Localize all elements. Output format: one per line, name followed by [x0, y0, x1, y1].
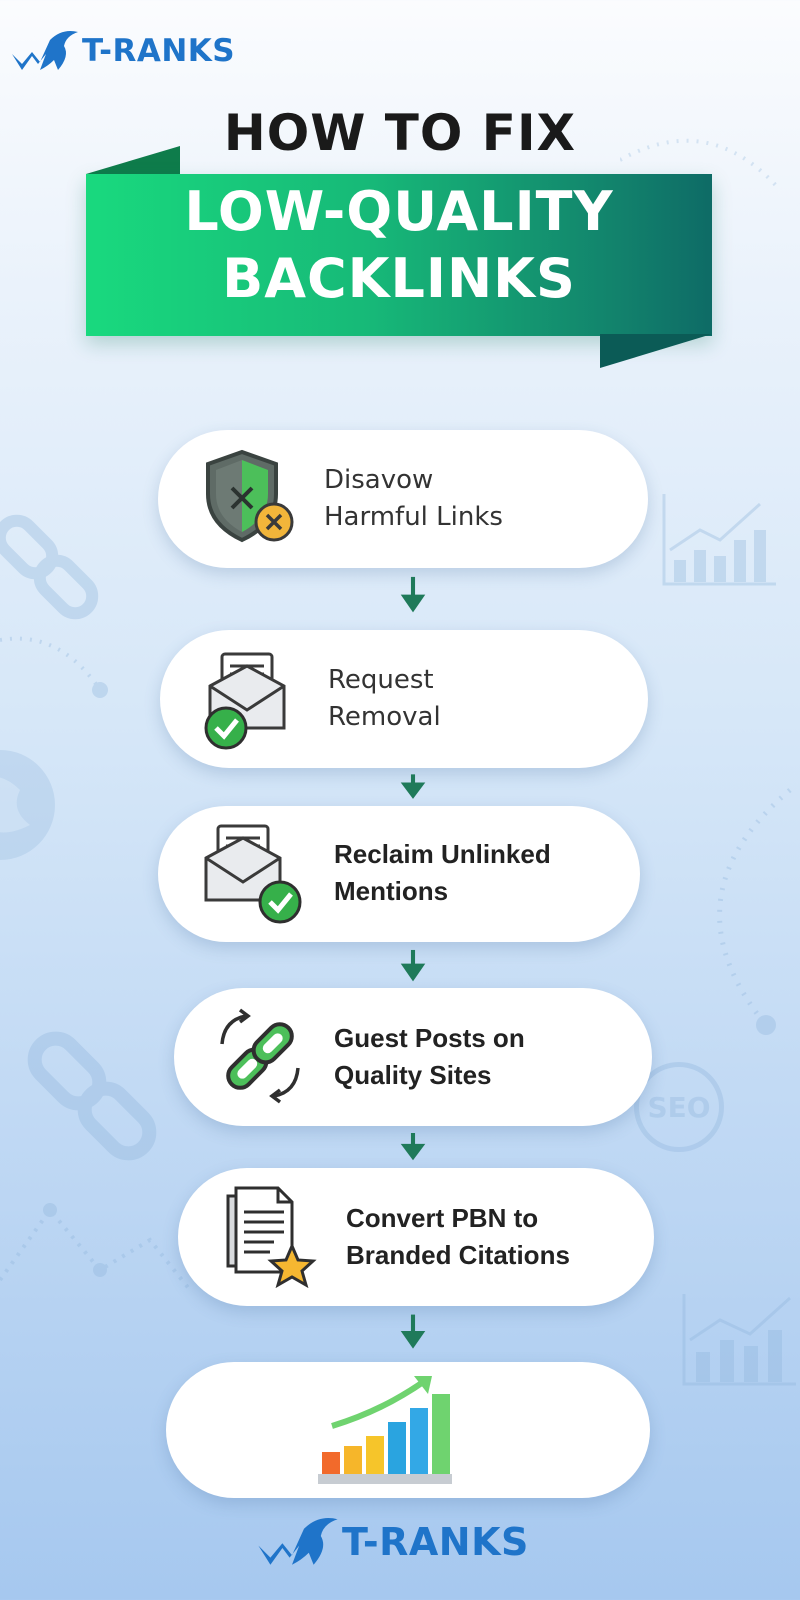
seo-badge-text: SEO [647, 1090, 711, 1124]
title-ribbon: LOW-QUALITY BACKLINKS [86, 174, 712, 336]
dotted-arc-decoration-icon [0, 636, 108, 698]
step-text-guest-posts: Guest Posts on Quality Sites [334, 1020, 525, 1094]
step-line: Request [328, 665, 434, 695]
chain-link-decoration-icon [27, 1031, 157, 1161]
shark-logo-icon [12, 31, 78, 70]
down-arrow-icon [400, 576, 426, 613]
step-line: Harmful Links [324, 502, 503, 532]
envelope-check-icon [204, 652, 286, 750]
step-line: Disavow [324, 465, 434, 495]
step-line: Mentions [334, 876, 449, 906]
brand-name: T-RANKS [342, 1520, 529, 1564]
step-line: Guest Posts on [334, 1023, 525, 1053]
globe-decoration-icon [0, 750, 55, 860]
step-card-guest-posts: Guest Posts on Quality Sites [174, 988, 652, 1126]
down-arrow-icon [400, 1314, 426, 1349]
step-line: Branded Citations [346, 1240, 570, 1270]
step-card-convert-pbn: Convert PBN to Branded Citations [178, 1168, 654, 1306]
down-arrow-icon [400, 774, 426, 799]
document-star-icon [226, 1186, 317, 1288]
growth-bar-chart-icon [318, 1376, 452, 1484]
shield-x-icon [206, 449, 294, 543]
dotted-circle-decoration-icon [717, 788, 792, 1035]
step-text-reclaim-mentions: Reclaim Unlinked Mentions [334, 836, 551, 910]
step-card-reclaim-mentions: Reclaim Unlinked Mentions [158, 806, 640, 942]
ribbon-fold-left [86, 146, 180, 174]
step-line: Quality Sites [334, 1060, 492, 1090]
step-card-request-removal: Request Removal [160, 630, 648, 768]
chain-refresh-icon [220, 1008, 300, 1104]
envelope-check-icon [204, 824, 302, 924]
brand-logo-top[interactable]: T-RANKS [10, 26, 235, 76]
bar-chart-decoration-icon [682, 1294, 796, 1386]
bar-chart-decoration-icon [662, 494, 776, 586]
step-card-disavow: Disavow Harmful Links [158, 430, 648, 568]
brand-logo-bottom[interactable]: T-RANKS [256, 1512, 529, 1572]
step-line: Reclaim Unlinked [334, 839, 551, 869]
down-arrow-icon [400, 949, 426, 982]
step-text-convert-pbn: Convert PBN to Branded Citations [346, 1200, 570, 1274]
line-graph-decoration-icon [0, 1203, 192, 1292]
step-text-disavow: Disavow Harmful Links [324, 462, 503, 536]
down-arrow-icon [400, 1133, 426, 1161]
seo-badge-decoration: SEO [634, 1062, 724, 1152]
shark-logo-icon [258, 1518, 338, 1565]
step-card-growth [166, 1362, 650, 1498]
brand-name: T-RANKS [82, 33, 236, 69]
step-text-request-removal: Request Removal [328, 662, 441, 736]
chain-link-decoration-icon [0, 514, 99, 620]
step-line: Convert PBN to [346, 1203, 539, 1233]
title-line-3: BACKLINKS [222, 247, 576, 310]
title-line-1: HOW TO FIX [223, 104, 577, 162]
title-line-2: LOW-QUALITY [184, 180, 614, 243]
step-line: Removal [328, 702, 441, 732]
ribbon-fold-right [600, 334, 712, 368]
